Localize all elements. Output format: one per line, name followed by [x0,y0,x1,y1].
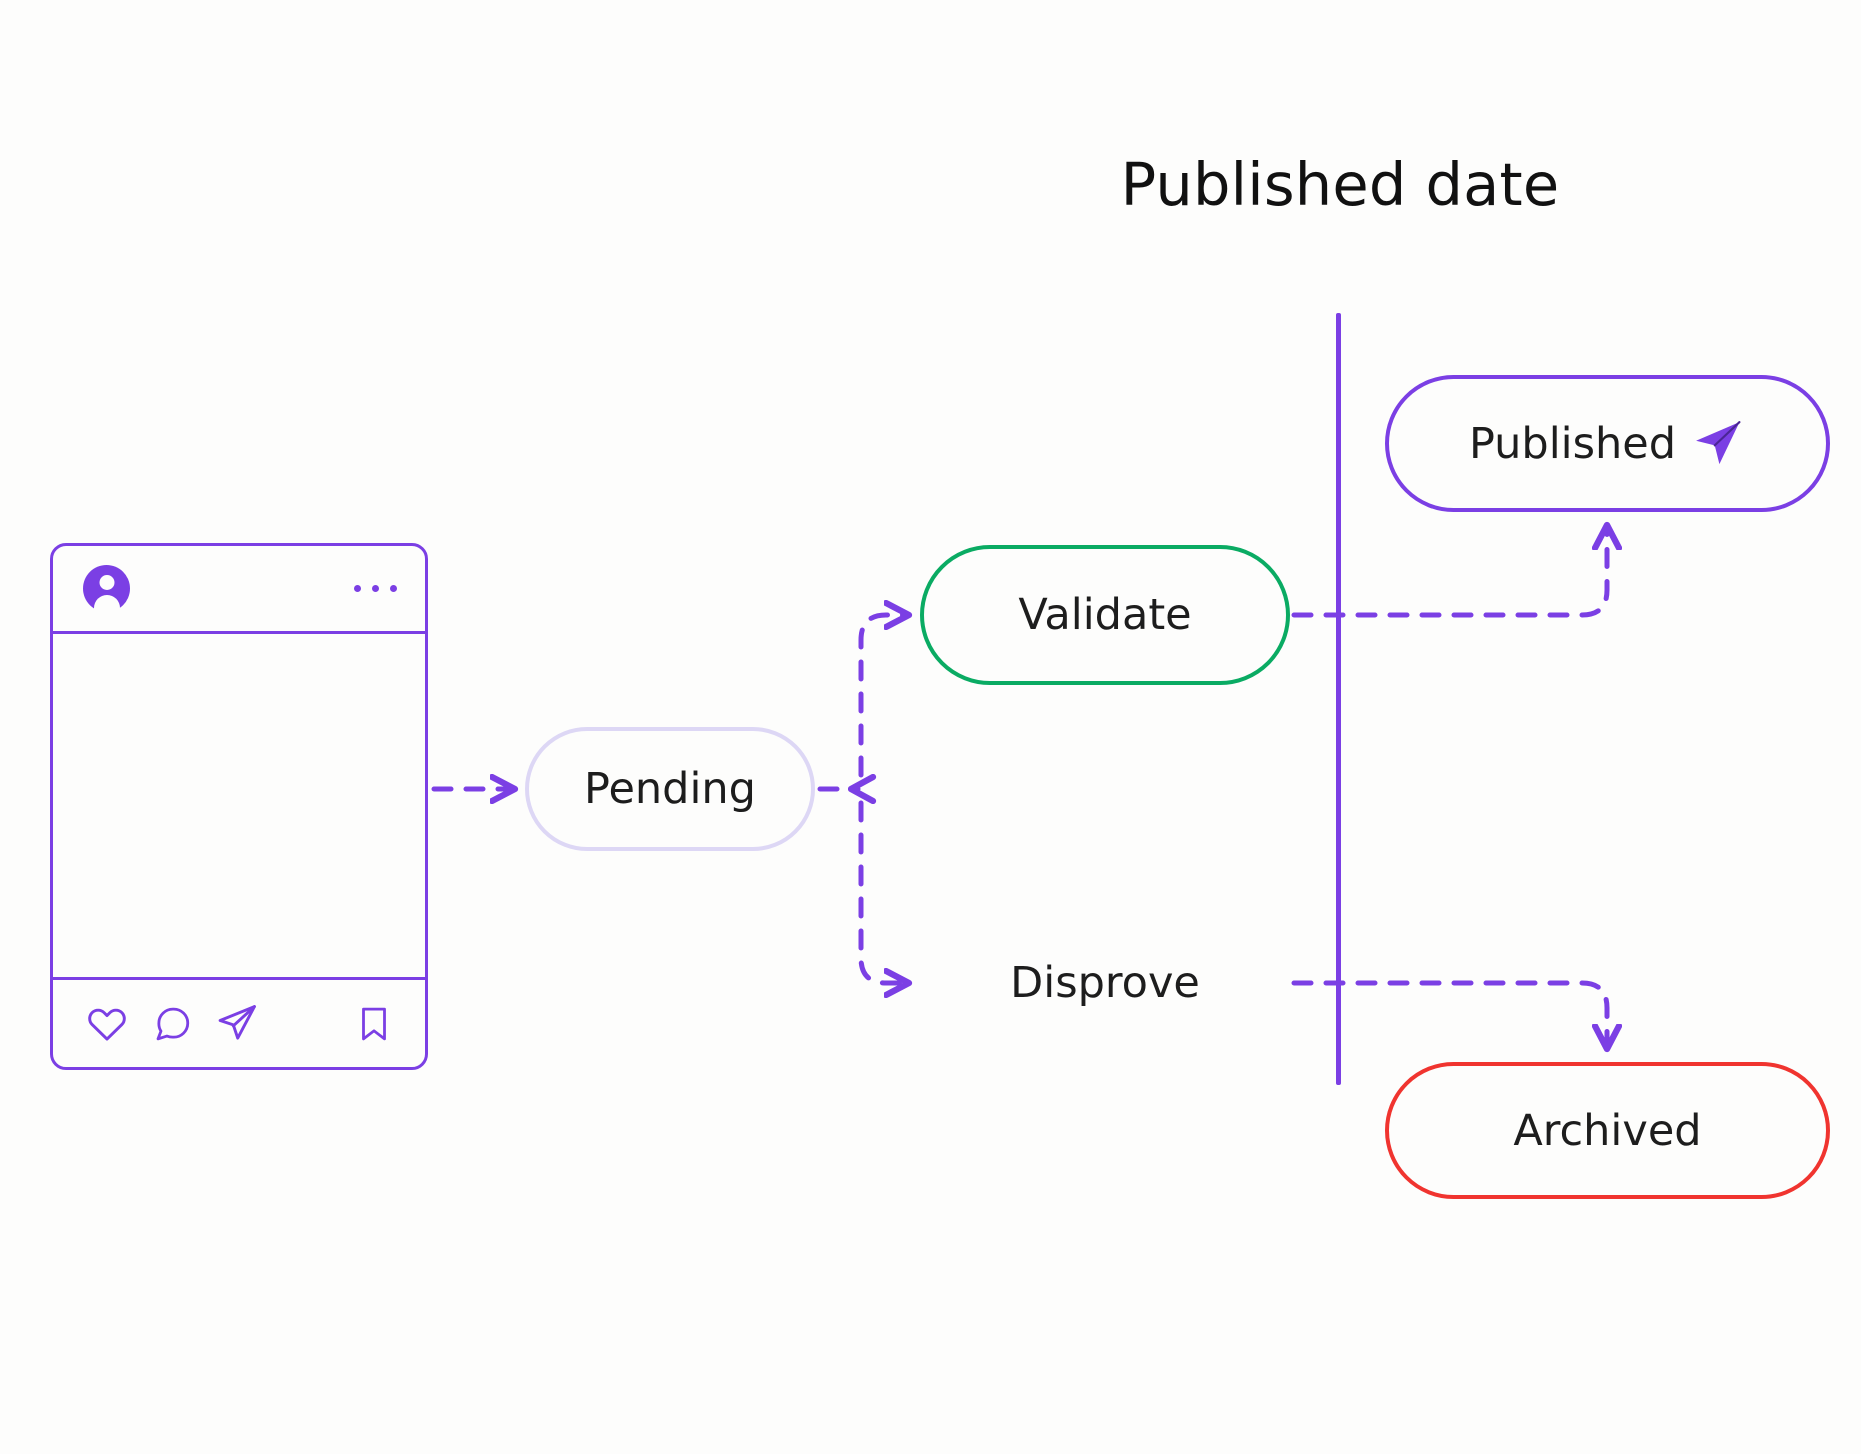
node-published-label: Published [1468,418,1677,469]
node-archived-label: Archived [1513,1105,1702,1156]
dot-2 [372,585,379,592]
edge-pending-to-validate [858,615,906,778]
node-pending[interactable]: Pending [525,727,815,851]
social-post-card[interactable] [50,543,428,1070]
send-paper-plane-icon [1696,420,1741,464]
comment-bubble-icon[interactable] [151,1003,193,1045]
dot-3 [390,585,397,592]
page-title: Published date [1120,150,1560,219]
node-disprove-label: Disprove [1010,958,1200,1008]
post-action-group [85,1002,259,1046]
post-card-media [53,634,425,977]
node-validate[interactable]: Validate [920,545,1290,685]
node-published[interactable]: Published [1385,375,1830,512]
bookmark-icon[interactable] [353,1003,395,1045]
edge-pending-to-disprove [858,800,906,983]
node-disprove[interactable]: Disprove [920,913,1290,1053]
user-avatar-icon[interactable] [83,565,130,612]
published-date-axis [1336,313,1341,1085]
dot-1 [354,585,361,592]
more-options-dots-icon[interactable] [354,585,397,592]
post-card-actions [53,977,425,1067]
node-pending-label: Pending [584,764,756,814]
node-validate-label: Validate [1018,590,1192,640]
send-paper-plane-icon[interactable] [215,1002,259,1046]
post-card-header [53,546,425,634]
heart-icon[interactable] [85,1002,129,1046]
node-archived[interactable]: Archived [1385,1062,1830,1199]
